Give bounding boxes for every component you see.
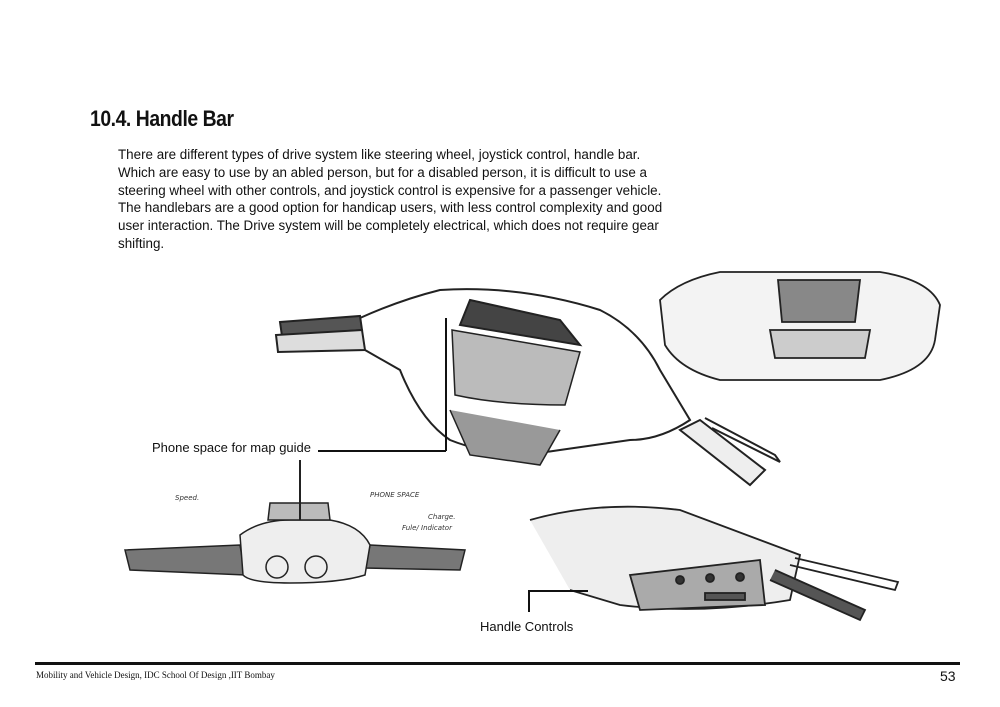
sketch-note-charge: Charge. — [428, 513, 455, 521]
callout-handle-controls: Handle Controls — [480, 619, 574, 634]
footer-text: Mobility and Vehicle Design, IDC School … — [36, 670, 275, 680]
sketch-note-speed: Speed. — [175, 494, 199, 502]
main-handlebar-sketch — [274, 288, 781, 487]
callout-line — [445, 318, 447, 451]
section-title: 10.4. Handle Bar — [90, 106, 234, 131]
paragraph-line: user interaction. The Drive system will … — [118, 218, 659, 234]
controls-closeup-sketch — [529, 505, 900, 622]
paragraph-line: shifting. — [118, 235, 165, 251]
paragraph-line: There are different types of drive syste… — [118, 147, 641, 162]
callout-phone-space: Phone space for map guide — [152, 440, 311, 455]
body-paragraph: There are different types of drive syste… — [118, 146, 662, 253]
footer-rule — [35, 662, 960, 665]
callout-line — [528, 590, 530, 612]
top-view-sketch — [659, 271, 941, 381]
paragraph-line: Which are easy to use by an abled person… — [118, 164, 647, 180]
sketch-note-phone-space: PHONE SPACE — [370, 491, 420, 499]
page-number: 53 — [940, 668, 956, 684]
front-view-sketch: Speed. PHONE SPACE Charge. Fule/ Indicat… — [124, 460, 466, 584]
callout-line — [318, 450, 446, 452]
callout-line — [528, 590, 588, 592]
sketch-note-fuel: Fule/ Indicator — [402, 524, 453, 532]
paragraph-line: The handlebars are a good option for han… — [118, 200, 663, 216]
paragraph-line: steering wheel with other controls, and … — [118, 182, 662, 198]
